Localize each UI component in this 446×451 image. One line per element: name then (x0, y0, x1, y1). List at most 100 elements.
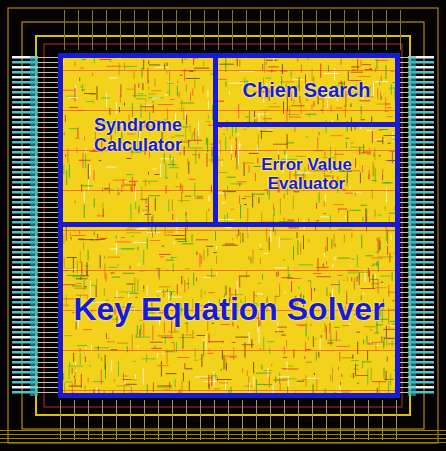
wire-segment (126, 232, 141, 233)
wire-segment (377, 59, 378, 69)
wire-segment (258, 114, 268, 115)
wire-segment (222, 245, 237, 246)
wire-segment (382, 137, 383, 144)
wire-segment (84, 136, 85, 140)
wire-segment (178, 357, 190, 358)
wire-segment (380, 91, 381, 96)
pad-bar (408, 56, 416, 396)
top-wire (106, 10, 107, 50)
wire-segment (155, 67, 169, 68)
wire-segment (161, 361, 162, 376)
wire-segment (326, 261, 327, 264)
pad-wire (38, 57, 58, 58)
wire-segment (167, 63, 168, 66)
wire-segment (148, 86, 149, 90)
wire-segment (171, 257, 177, 258)
wire-segment (253, 377, 254, 388)
wire-segment (172, 199, 173, 211)
wire-segment (260, 244, 261, 247)
wire-segment (177, 81, 178, 83)
wire-segment (184, 363, 185, 368)
wire-segment (78, 238, 84, 239)
wire-segment (353, 369, 359, 370)
wire-segment (238, 144, 241, 145)
wire-segment (371, 279, 378, 280)
wire-segment (357, 165, 358, 167)
wire-segment (117, 265, 119, 266)
wire-segment (386, 188, 387, 203)
wire-segment (361, 119, 366, 120)
wire-segment (208, 101, 209, 110)
wire-segment (341, 357, 354, 358)
wire-segment (165, 177, 168, 178)
wire-segment (278, 376, 289, 377)
wire-segment (356, 332, 360, 333)
wire-segment (353, 192, 361, 193)
wire-segment (134, 278, 135, 294)
wire-segment (325, 246, 326, 252)
wire-segment (63, 258, 65, 268)
wire-segment (367, 369, 368, 385)
wire-segment (165, 351, 173, 352)
wire-segment (248, 227, 249, 233)
wire-segment (239, 60, 240, 67)
wire-segment (286, 340, 287, 348)
pad-wire (38, 117, 58, 118)
wire-segment (237, 59, 238, 67)
wire-segment (369, 148, 370, 150)
wire-segment (118, 248, 133, 249)
wire-segment (93, 381, 104, 382)
pad-wire (38, 167, 58, 168)
wire-segment (283, 357, 287, 358)
wire-segment (101, 357, 102, 361)
wire-segment (69, 386, 82, 387)
wire-segment (225, 380, 226, 389)
wire-segment (301, 64, 302, 73)
wire-segment (264, 253, 268, 254)
wire-segment (235, 151, 236, 158)
wire-segment (83, 153, 84, 168)
top-wire (190, 10, 191, 50)
pad-wire (38, 172, 58, 173)
wire-segment (236, 127, 237, 133)
wire-segment (239, 195, 240, 203)
wire-segment (350, 210, 361, 211)
wire-segment (338, 275, 343, 276)
wire-segment (258, 133, 259, 148)
wire-segment (316, 267, 328, 268)
wire-segment (125, 185, 136, 186)
wire-segment (203, 61, 204, 66)
wire-segment (187, 148, 203, 149)
wire-segment (379, 237, 380, 252)
wire-segment (102, 202, 103, 214)
wire-segment (193, 273, 194, 286)
wire-segment (367, 351, 368, 361)
wire-segment (183, 334, 184, 349)
wire-segment (347, 276, 348, 282)
wire-segment (165, 335, 166, 343)
wire-segment (247, 370, 248, 376)
wire-segment (148, 61, 149, 64)
wire-segment (132, 334, 133, 350)
wire-segment (139, 329, 140, 337)
wire-segment (359, 273, 360, 286)
wire-segment (109, 267, 118, 268)
wire-segment (345, 193, 353, 194)
wire-segment (316, 338, 317, 340)
wire-segment (190, 92, 191, 101)
pad-wire (38, 377, 58, 378)
wire-segment (238, 150, 239, 165)
wire-segment (143, 250, 144, 265)
wire-segment (385, 206, 386, 210)
seal-ring (8, 8, 438, 443)
wire-segment (124, 103, 125, 106)
wire-segment (170, 155, 171, 160)
wire-segment (257, 145, 258, 152)
wire-segment (316, 276, 331, 277)
pad-wire (38, 137, 58, 138)
wire-segment (152, 326, 153, 341)
wire-segment (96, 279, 97, 286)
wire-segment (206, 138, 207, 145)
wire-segment (262, 274, 263, 279)
wire-segment (185, 111, 186, 117)
